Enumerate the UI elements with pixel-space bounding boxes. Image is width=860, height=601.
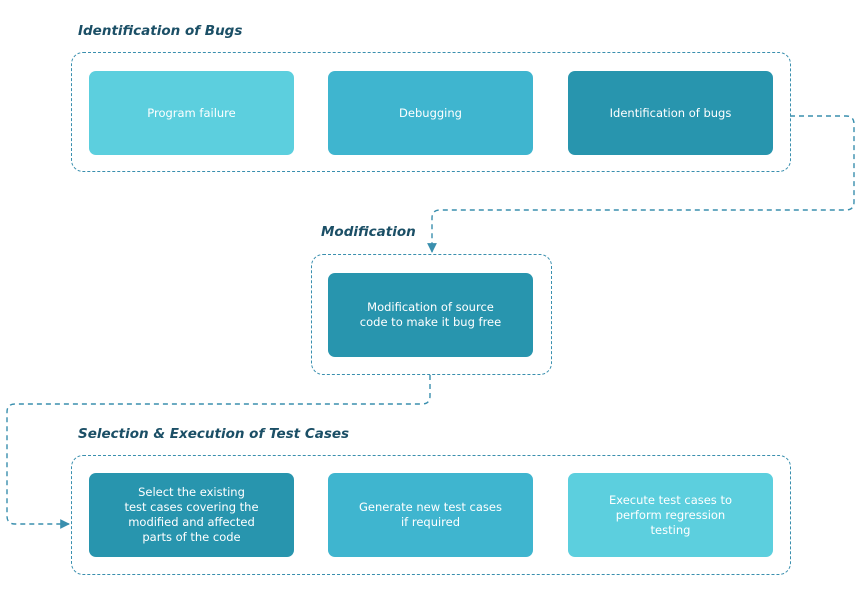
step-generate-new-test-cases: Generate new test cases if required	[328, 473, 533, 557]
section-title-modification: Modification	[321, 224, 416, 240]
group-selection	[71, 455, 791, 575]
step-select-existing-test-cases: Select the existing test cases covering …	[89, 473, 294, 557]
step-debugging: Debugging	[328, 71, 533, 155]
section-title-selection: Selection & Execution of Test Cases	[78, 426, 350, 442]
step-identification-of-bugs: Identification of bugs	[568, 71, 773, 155]
section-title-identification: Identification of Bugs	[78, 23, 243, 39]
group-identification	[71, 52, 791, 172]
step-program-failure: Program failure	[89, 71, 294, 155]
step-execute-test-cases: Execute test cases to perform regression…	[568, 473, 773, 557]
group-modification	[311, 254, 552, 375]
step-modification-of-source-code: Modification of source code to make it b…	[328, 273, 533, 357]
